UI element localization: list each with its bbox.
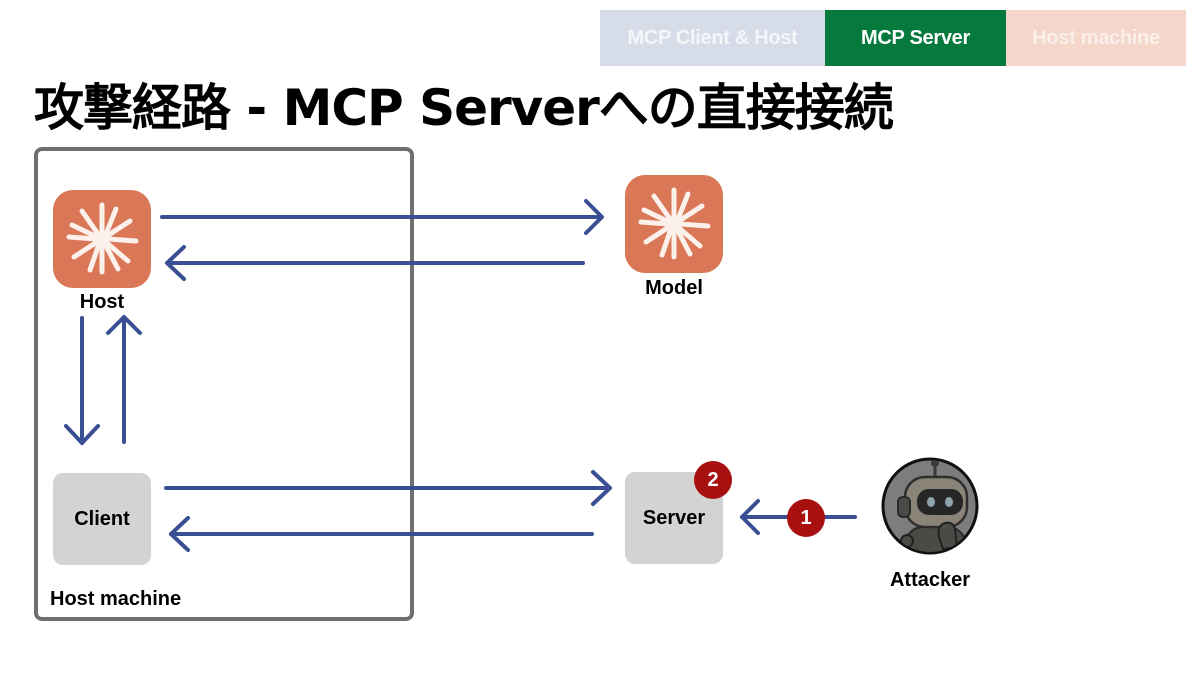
robot-avatar-icon	[881, 457, 979, 555]
client-node[interactable]: Client	[53, 473, 151, 565]
legend-tabs: MCP Client & Host MCP Server Host machin…	[600, 10, 1186, 66]
attacker-label: Attacker	[889, 569, 971, 591]
legend-tab-host-machine[interactable]: Host machine	[1006, 10, 1186, 66]
host-machine-frame	[34, 147, 414, 621]
model-label: Model	[645, 277, 703, 299]
host-label: Host	[79, 291, 125, 313]
host-machine-label: Host machine	[50, 588, 182, 610]
attack-step-badge: 1	[787, 499, 825, 537]
legend-tab-server[interactable]: MCP Server	[825, 10, 1006, 66]
page-title: 攻撃経路 - MCP Serverへの直接接続	[34, 79, 894, 137]
model-node[interactable]	[625, 175, 723, 273]
server-label: Server	[642, 506, 706, 529]
server-step-badge: 2	[694, 461, 732, 499]
sparkle-icon	[638, 187, 711, 260]
sparkle-icon	[66, 202, 139, 275]
legend-tab-client-host[interactable]: MCP Client & Host	[600, 10, 825, 66]
host-node[interactable]	[53, 190, 151, 288]
client-label: Client	[74, 507, 130, 530]
attacker-node[interactable]	[881, 457, 979, 555]
